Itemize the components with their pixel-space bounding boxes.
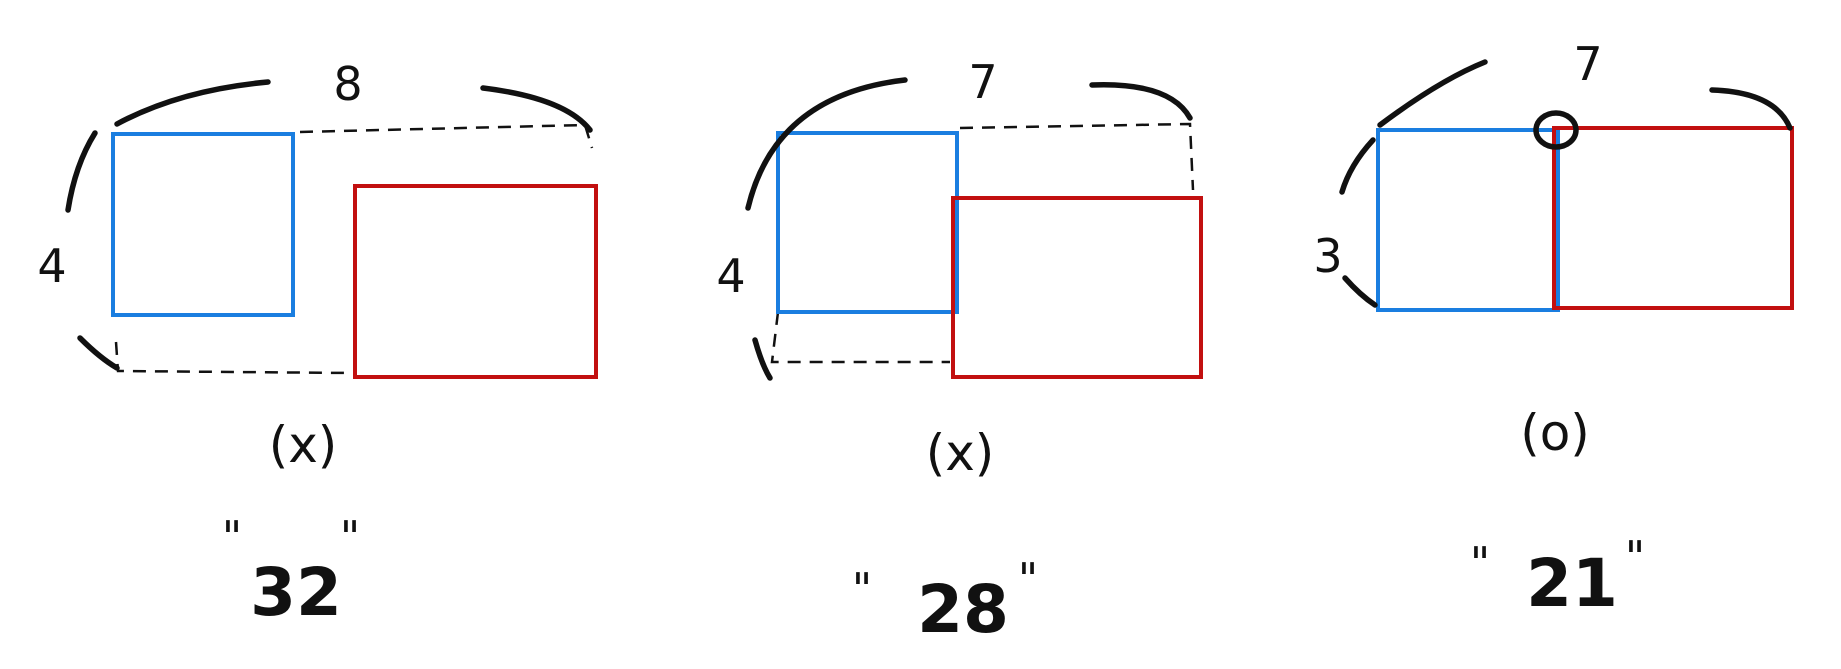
panel-2-side-brace-bottom — [752, 337, 773, 381]
panel-1-quote-close: " — [340, 512, 360, 563]
panel-3-blue-rect — [1376, 128, 1560, 312]
panel-3-top-label: 7 — [1573, 37, 1602, 91]
panel-3-side-brace-top — [1339, 137, 1376, 195]
panel-2-top-label: 7 — [968, 55, 997, 109]
panel-2-blue-rect — [776, 131, 959, 314]
panel-3-side-label: 3 — [1313, 229, 1342, 283]
panel-3-side-brace-bottom — [1342, 275, 1378, 308]
panel-3: 7 3 (o) " 21 " — [1313, 37, 1794, 622]
panel-3-verdict: (o) — [1520, 404, 1590, 462]
panel-3-top-brace-left — [1377, 59, 1488, 128]
panel-3-overlap-circle — [1533, 110, 1579, 150]
panel-1-top-brace-right — [480, 85, 593, 133]
panel-2-quote-open: " — [852, 564, 872, 615]
panel-1-red-rect — [353, 184, 598, 379]
panel-1-top-brace-left — [114, 79, 271, 127]
panel-3-area: 21 — [1526, 545, 1618, 622]
panel-1-quote-open: " — [222, 512, 242, 563]
panel-1: 8 4 (x) " 32 " — [37, 57, 598, 631]
panel-1-verdict: (x) — [269, 416, 338, 474]
panel-3-quote-close: " — [1625, 532, 1645, 583]
panel-2-side-label: 4 — [716, 249, 745, 303]
panel-2-area: 28 — [917, 571, 1009, 648]
panel-2-dashed-top — [959, 122, 1195, 191]
panel-1-blue-rect — [111, 132, 295, 317]
panel-1-side-brace-top — [65, 130, 98, 213]
panel-3-red-rect — [1552, 126, 1794, 310]
panel-1-dashed-top — [299, 123, 594, 149]
panel-1-side-label: 4 — [37, 239, 66, 293]
panel-2-top-brace-left — [745, 77, 908, 211]
panel-1-side-brace-bottom — [77, 335, 120, 371]
panel-1-dashed-bottom — [114, 341, 353, 375]
panel-1-top-label: 8 — [333, 57, 362, 111]
panel-2-quote-close: " — [1018, 554, 1038, 605]
panel-2-verdict: (x) — [926, 424, 995, 482]
panel-1-area: 32 — [250, 554, 342, 631]
panel-2-top-brace-right — [1089, 82, 1193, 121]
panel-2: 7 4 (x) " 28 " — [716, 55, 1203, 648]
panel-2-red-rect — [951, 196, 1203, 379]
panel-3-top-brace-right — [1709, 87, 1793, 131]
panel-2-dashed-bottom — [770, 311, 950, 364]
panel-3-quote-open: " — [1470, 538, 1490, 589]
